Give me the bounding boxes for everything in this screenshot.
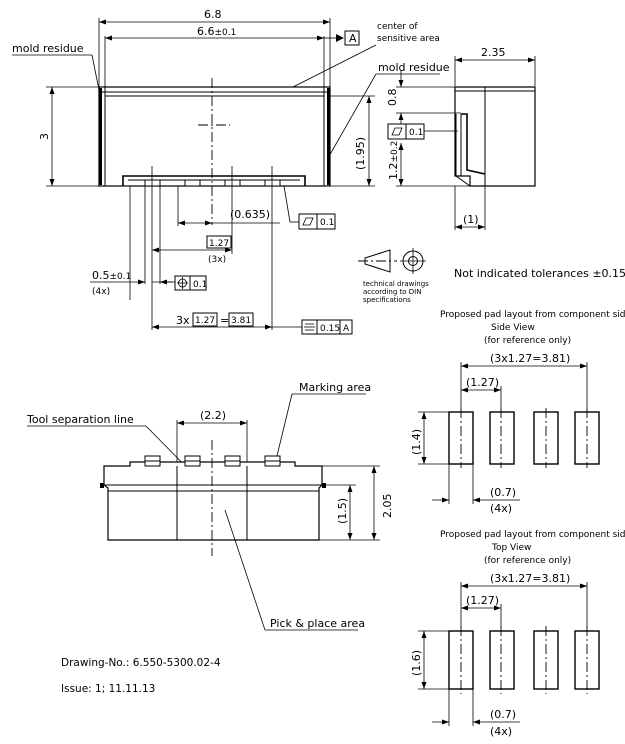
pad-layout-top: Proposed pad layout from component side …: [410, 530, 625, 738]
pad-side-total: (3x1.27=3.81): [490, 352, 570, 365]
dim-side-1: (1): [463, 213, 479, 226]
side-view: 2.35 0.8 0.1 1.2±0.2 (1): [386, 46, 536, 230]
mold-residue-right-label: mold residue: [378, 61, 450, 74]
pad-side-title-1: Proposed pad layout from component side: [440, 310, 625, 320]
datum-a-label: A: [349, 32, 357, 45]
dim-205: 2.05: [381, 494, 394, 519]
center-label-2: sensitive area: [377, 34, 440, 44]
pad-top-total: (3x1.27=3.81): [490, 572, 570, 585]
mold-residue-left-label: mold residue: [12, 42, 84, 55]
drawing-number: Drawing-No.: 6.550-5300.02-4: [61, 657, 221, 669]
dim-0635: (0.635): [230, 208, 270, 221]
tool-separation-label: Tool separation line: [26, 413, 134, 426]
dim-body-width: 6.6±0.1: [197, 25, 236, 38]
pad-side-title-3: (for reference only): [484, 336, 571, 346]
pitch-equals: =: [220, 314, 229, 327]
dim-15: (1.5): [336, 498, 349, 524]
pad-layout-side: Proposed pad layout from component side …: [410, 310, 625, 515]
projection-text-1: technical drawings: [363, 280, 429, 288]
pitch-total: 3.81: [231, 316, 251, 326]
dim-08: 0.8: [386, 89, 399, 107]
dim-height-3: 3: [38, 133, 51, 140]
dim-3x: (3x): [208, 255, 226, 265]
position-value: 0.1: [193, 280, 207, 290]
flatness-top: 0.1: [320, 218, 334, 228]
pad-side-height: (1.4): [410, 429, 423, 455]
pad-top-title-1: Proposed pad layout from component side: [440, 530, 625, 540]
flatness-side: 0.1: [409, 128, 423, 138]
pitch-value: 1.27: [195, 316, 215, 326]
pad-top-title-2: Top View: [491, 543, 531, 553]
datum-a-box: [344, 30, 360, 46]
pad-side-width: (0.7): [490, 486, 516, 499]
pick-place-label: Pick & place area: [270, 617, 365, 630]
pad-top-4x: (4x): [490, 725, 512, 738]
dim-pin-4x: (4x): [92, 287, 110, 297]
symmetry-datum: A: [343, 324, 350, 334]
dim-195: (1.95): [354, 137, 367, 170]
center-label-1: center of: [377, 22, 418, 32]
dim-pin-width: 0.5±0.1: [92, 269, 131, 282]
projection-symbol: technical drawings according to DIN spec…: [358, 248, 429, 304]
bottom-view: Marking area Tool separation line (2.2): [26, 381, 394, 631]
dim-side-width: 2.35: [481, 46, 506, 59]
pad-top-width: (0.7): [490, 708, 516, 721]
symmetry-value: 0.15: [320, 324, 340, 334]
tolerance-note: Not indicated tolerances ±0.15: [454, 267, 625, 280]
pad-side-title-2: Side View: [491, 323, 535, 333]
projection-text-3: specifications: [363, 296, 411, 304]
top-view: 6.8 6.6±0.1 A center of sensitive area m…: [12, 8, 450, 335]
pad-top-title-3: (for reference only): [484, 556, 571, 566]
dim-12: 1.2±0.2: [387, 141, 400, 180]
issue-date: Issue: 1; 11.11.13: [61, 683, 155, 695]
dim-overall-width: 6.8: [204, 8, 222, 21]
projection-text-2: according to DIN: [363, 288, 421, 296]
pad-side-4x: (4x): [490, 502, 512, 515]
pad-top-pitch: (1.27): [466, 594, 499, 607]
pad-side-pitch: (1.27): [466, 376, 499, 389]
dim-127: 1.27: [209, 239, 229, 249]
pad-top-height: (1.6): [410, 650, 423, 676]
dim-22: (2.2): [200, 409, 226, 422]
pitch-prefix: 3x: [176, 314, 190, 327]
marking-area-label: Marking area: [299, 381, 371, 394]
